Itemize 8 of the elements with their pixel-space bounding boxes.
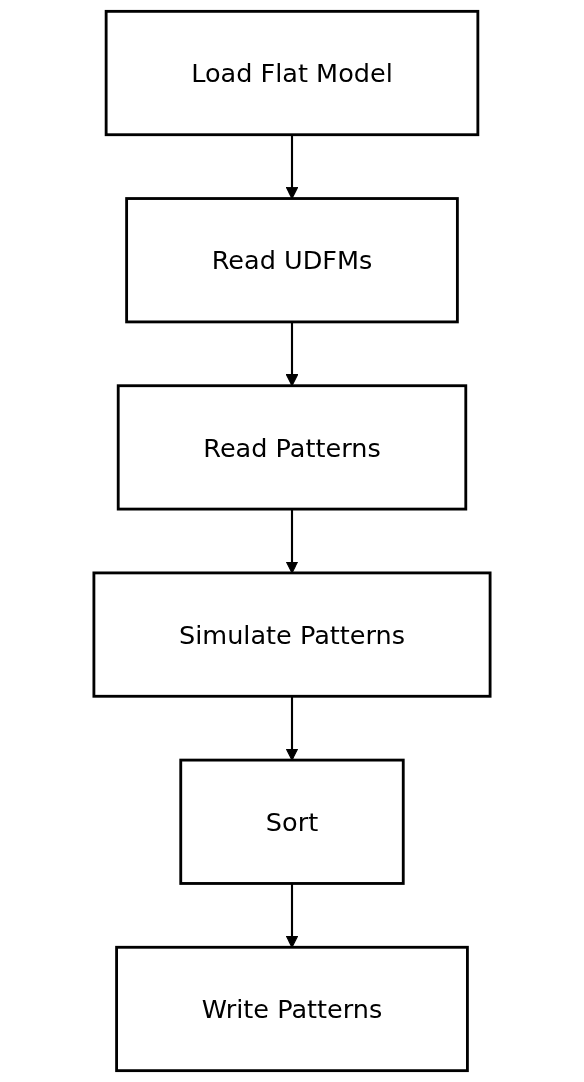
node-box: Sort [179,758,405,885]
node-box: Read Patterns [116,384,468,511]
node-box: Simulate Patterns [92,571,492,698]
node-box: Read UDFMs [125,197,459,324]
node-box: Load Flat Model [104,9,480,137]
arrow [285,696,299,761]
node-box: Write Patterns [115,945,469,1073]
arrow [285,883,299,948]
